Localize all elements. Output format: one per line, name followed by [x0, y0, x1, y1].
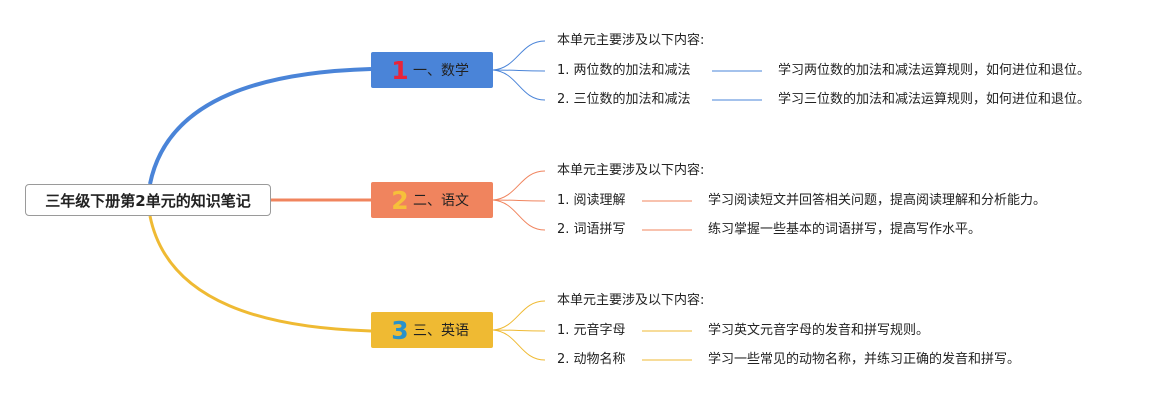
branch-label-math: 一、数学 [413, 63, 469, 79]
root-title: 三年级下册第2单元的知识笔记 [45, 191, 251, 210]
root-to-branch-3-line [148, 215, 372, 333]
branch-node-english[interactable]: 3 三、英语 [371, 312, 493, 348]
number-one-icon: 1 [391, 55, 409, 85]
branch-1-intro-text: 本单元主要涉及以下内容: [557, 33, 705, 48]
branch-3-item-1-topic: 1. 元音字母 [557, 323, 626, 338]
branch-3-intro-line [492, 300, 546, 331]
branch-3-item-1-detail: 学习英文元音字母的发音和拼写规则。 [708, 323, 930, 338]
branch-1-item-1-detail: 学习两位数的加法和减法运算规则，如何进位和退位。 [778, 63, 1091, 78]
branch-2-item-1-detail: 学习阅读短文并回答相关问题，提高阅读理解和分析能力。 [708, 193, 1047, 208]
branch-1-item-2-line [492, 69, 546, 101]
branch-3-item-2-line [492, 329, 546, 361]
branch-2-item-2-detail: 练习掌握一些基本的词语拼写，提高写作水平。 [708, 222, 982, 237]
branch-node-chinese[interactable]: 2 二、语文 [371, 182, 493, 218]
branch-2-intro-text: 本单元主要涉及以下内容: [557, 163, 705, 178]
branch-1-item-2-detail: 学习三位数的加法和减法运算规则，如何进位和退位。 [778, 92, 1091, 107]
branch-1-item-1-line [492, 69, 546, 72]
branch-1-item-2-topic: 2. 三位数的加法和减法 [557, 92, 691, 107]
branch-label-chinese: 二、语文 [413, 193, 469, 209]
branch-node-math[interactable]: 1 一、数学 [371, 52, 493, 88]
root-to-branch-1-line [148, 67, 372, 185]
branch-3-intro-text: 本单元主要涉及以下内容: [557, 293, 705, 308]
branch-2-item-1-topic: 1. 阅读理解 [557, 193, 626, 208]
number-three-icon: 3 [391, 315, 409, 345]
branch-2-item-2-topic: 2. 词语拼写 [557, 222, 626, 237]
branch-3-item-2-detail: 学习一些常见的动物名称，并练习正确的发音和拼写。 [708, 352, 1021, 367]
branch-3-item-1-line [492, 329, 546, 332]
branch-2-item-2-line [492, 199, 546, 231]
branch-1-item-1-topic: 1. 两位数的加法和减法 [557, 63, 691, 78]
branch-1-intro-line [492, 40, 546, 71]
branch-label-english: 三、英语 [413, 323, 469, 339]
number-two-icon: 2 [391, 185, 409, 215]
branch-3-item-2-topic: 2. 动物名称 [557, 352, 626, 367]
branch-2-intro-line [492, 170, 546, 201]
root-node[interactable]: 三年级下册第2单元的知识笔记 [25, 184, 271, 216]
branch-2-item-1-line [492, 199, 546, 202]
